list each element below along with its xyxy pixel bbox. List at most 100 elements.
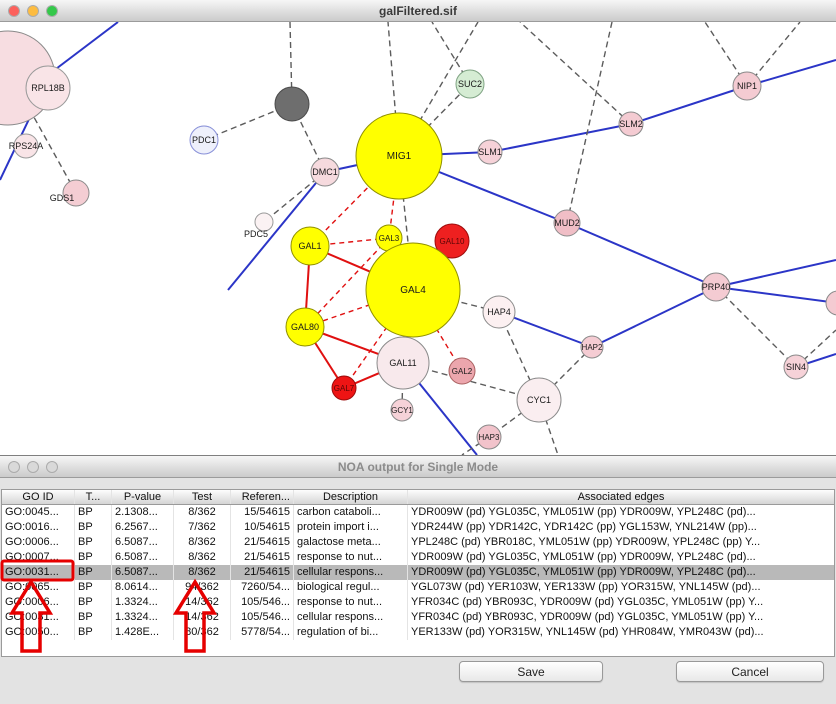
graph-node-gal7[interactable]	[331, 375, 357, 401]
graph-node-label: PDC5	[244, 229, 268, 239]
graph-node-mud2[interactable]	[553, 209, 581, 237]
noa-window-titlebar[interactable]: NOA output for Single Mode	[0, 456, 836, 478]
graph-node-gal11[interactable]	[376, 336, 430, 390]
graph-node-prp40[interactable]	[701, 272, 731, 302]
zoom-button[interactable]	[46, 461, 58, 473]
column-header[interactable]: T...	[75, 490, 112, 504]
cell-type: BP	[75, 505, 112, 520]
graph-node-nip1[interactable]	[732, 71, 762, 101]
cell-go-id: GO:0031...	[2, 565, 75, 580]
cell-test: 80/362	[174, 625, 231, 640]
column-header[interactable]: Referen...	[231, 490, 294, 504]
graph-node-label: CYC1	[527, 395, 551, 405]
graph-node-gds1[interactable]	[62, 179, 90, 207]
cell-p-value: 1.428E...	[112, 625, 174, 640]
graph-node-hap2[interactable]	[580, 335, 604, 359]
cell-type: BP	[75, 625, 112, 640]
cell-associated-edges: YDR009W (pd) YGL035C, YML051W (pp) YDR00…	[411, 566, 756, 578]
cell-associated-edges: YDR009W (pd) YGL035C, YML051W (pp) YDR00…	[411, 551, 756, 563]
cell-type: BP	[75, 520, 112, 535]
graph-node-slm2[interactable]	[618, 111, 644, 137]
cell-reference: 10/54615	[231, 520, 294, 535]
graph-node[interactable]	[825, 290, 836, 316]
cell-description: cellular respons...	[294, 565, 408, 580]
graph-node-gcy1[interactable]	[390, 398, 414, 422]
graph-node-gal4[interactable]	[365, 242, 461, 338]
cell-reference: 105/546...	[231, 610, 294, 625]
graph-node-label: GAL1	[298, 241, 321, 251]
cell-p-value: 6.5087...	[112, 535, 174, 550]
graph-node-slm1[interactable]	[477, 139, 503, 165]
minimize-button[interactable]	[27, 5, 39, 17]
graph-node-gal1[interactable]	[290, 226, 330, 266]
graph-node-label: GDS1	[50, 193, 75, 203]
graph-node-mig1[interactable]	[355, 112, 443, 200]
column-header[interactable]: GO ID	[2, 490, 75, 504]
window-controls	[8, 5, 58, 17]
graph-node-pdc5[interactable]	[254, 212, 274, 232]
cell-type: BP	[75, 535, 112, 550]
cell-type: BP	[75, 550, 112, 565]
zoom-button[interactable]	[46, 5, 58, 17]
graph-node-dmc1[interactable]	[310, 157, 340, 187]
graph-node-rps24a[interactable]	[13, 133, 39, 159]
cell-test: 8/362	[174, 565, 231, 580]
close-button[interactable]	[8, 5, 20, 17]
graph-node-label: MIG1	[387, 151, 412, 162]
minimize-button[interactable]	[27, 461, 39, 473]
column-header[interactable]: Associated edges	[577, 491, 665, 503]
graph-edge-blue	[566, 222, 717, 288]
close-button[interactable]	[8, 461, 20, 473]
graph-node-hap3[interactable]	[476, 424, 502, 450]
network-graph[interactable]: RPL18BRPS24AGDS1PDC1DMC1MIG1SUC2SLM1SLM2…	[0, 22, 836, 455]
cell-p-value: 1.3324...	[112, 610, 174, 625]
cell-description: cellular respons...	[294, 610, 408, 625]
graph-node[interactable]	[274, 86, 310, 122]
cell-test: 8/362	[174, 505, 231, 520]
graph-node-label: HAP2	[582, 343, 603, 352]
cell-go-id: GO:0006...	[2, 595, 75, 610]
graph-node-pdc1[interactable]	[189, 125, 219, 155]
graph-edge-blue	[715, 259, 836, 288]
column-header[interactable]: Test	[174, 490, 231, 504]
graph-node-label: PRP40	[702, 282, 731, 292]
save-button[interactable]: Save	[459, 661, 603, 682]
graph-node-cyc1[interactable]	[516, 377, 562, 423]
column-header[interactable]: Description	[294, 490, 408, 504]
graph-node-label: SLM1	[478, 147, 502, 157]
cell-p-value: 1.3324...	[112, 595, 174, 610]
column-header[interactable]: P-value	[112, 490, 174, 504]
graph-node-label: GAL3	[379, 234, 400, 243]
cell-test: 14/362	[174, 595, 231, 610]
cell-description: response to nut...	[294, 550, 408, 565]
window-title: NOA output for Single Mode	[337, 459, 499, 474]
graph-node-gal10[interactable]	[434, 223, 470, 259]
graph-edge-blue	[489, 123, 632, 153]
cell-description: protein import i...	[294, 520, 408, 535]
graph-node-hap4[interactable]	[482, 295, 516, 329]
graph-node-rpl18b[interactable]	[25, 65, 71, 111]
cell-type: BP	[75, 580, 112, 595]
cancel-button[interactable]: Cancel	[676, 661, 824, 682]
cell-associated-edges: YFR034C (pd) YBR093C, YDR009W (pd) YGL03…	[411, 611, 764, 623]
network-window-titlebar[interactable]: galFiltered.sif	[0, 0, 836, 22]
graph-node-gal80[interactable]	[285, 307, 325, 347]
graph-node-gal2[interactable]	[448, 357, 476, 385]
graph-node-suc2[interactable]	[455, 69, 485, 99]
cell-go-id: GO:0050...	[2, 625, 75, 640]
graph-node-label: SLM2	[619, 119, 643, 129]
graph-node-sin4[interactable]	[783, 354, 809, 380]
cell-reference: 105/546...	[231, 595, 294, 610]
